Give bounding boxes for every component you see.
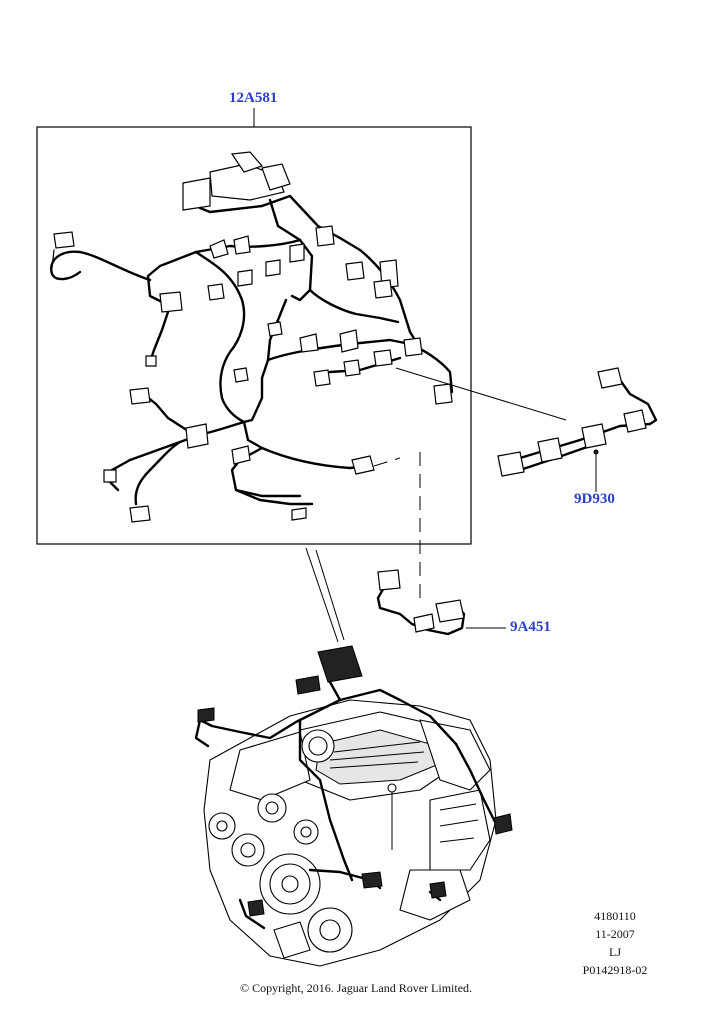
- injector-harness[interactable]: [497, 367, 658, 492]
- illustration-date: 11-2007: [595, 927, 635, 941]
- installed-harness[interactable]: [194, 645, 513, 930]
- engine-assembly: [203, 699, 497, 967]
- link-line-injector: [395, 367, 567, 421]
- illustration-reference: P0142918-02: [582, 963, 648, 977]
- callout-12a581[interactable]: 12A581: [229, 90, 278, 106]
- illustration-number: 4180110: [594, 909, 636, 923]
- pointer-line-a: [305, 547, 339, 643]
- callout-9a451[interactable]: 9A451: [510, 619, 551, 635]
- illustration-author: LJ: [609, 945, 621, 959]
- pointer-line-b: [315, 549, 345, 641]
- jumper-harness[interactable]: [376, 569, 506, 636]
- callout-9d930[interactable]: 9D930: [574, 491, 615, 507]
- dashed-link-b: [373, 457, 401, 467]
- copyright-notice: © Copyright, 2016. Jaguar Land Rover Lim…: [239, 981, 473, 995]
- main-engine-harness[interactable]: [50, 151, 454, 523]
